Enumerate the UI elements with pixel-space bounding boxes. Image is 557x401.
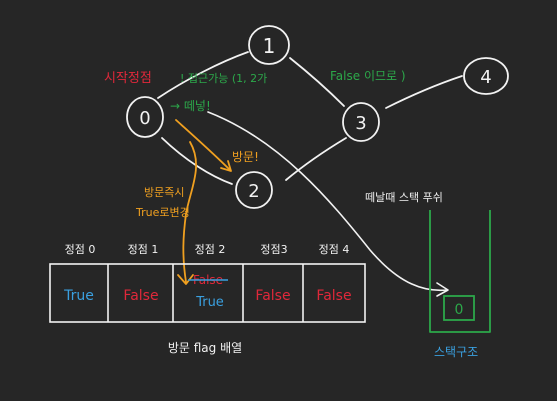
- node-0-label: 0: [139, 108, 150, 129]
- on-visit-line2: True로변경: [135, 206, 190, 219]
- table-border: [49, 263, 366, 323]
- visit-arrow-head: [220, 160, 232, 172]
- flag-table: 정점 0 정점 1 정점 2 정점3 정점 4 True False False…: [49, 243, 366, 323]
- header-vertex-4: 정점 4: [319, 243, 350, 256]
- cell-vertex-3: False: [255, 288, 290, 304]
- node-1: 1: [248, 25, 290, 65]
- node-2-circle: [235, 171, 273, 209]
- cell-vertex-0: True: [63, 288, 94, 304]
- header-vertex-0: 정점 0: [65, 243, 96, 256]
- table-grid: [49, 263, 366, 323]
- node-4-circle: [463, 57, 509, 95]
- node-0: 0: [126, 96, 164, 138]
- edge-0-2: [161, 137, 233, 185]
- cell-vertex-1: False: [123, 288, 158, 304]
- start-vertex-label: 시작정점: [104, 71, 152, 86]
- push-stack-label: 떼날때 스택 푸쉬: [365, 191, 443, 204]
- graph-edges: [157, 51, 463, 185]
- node-0-circle: [126, 96, 164, 138]
- header-vertex-2: 정점 2: [195, 243, 226, 256]
- node-2: 2: [235, 171, 273, 209]
- cell-vertex-4: False: [316, 288, 351, 304]
- node-4-label: 4: [480, 67, 491, 88]
- push-arrow: [207, 111, 449, 297]
- visit-arrow: [175, 119, 231, 171]
- edge-2-3: [285, 137, 347, 181]
- node-1-label: 1: [263, 34, 276, 58]
- on-visit-line1: 방문즉시: [144, 186, 184, 199]
- edge-3-4: [385, 75, 463, 109]
- stack-container: [429, 210, 491, 333]
- cell-vertex-2: True: [195, 295, 224, 310]
- node-3: 3: [342, 102, 380, 142]
- stack-structure-label: 스택구조: [434, 345, 478, 359]
- node-3-label: 3: [355, 113, 366, 134]
- push-label: → 떼넣!: [170, 99, 211, 113]
- node-2-label: 2: [248, 181, 259, 202]
- stack-item-label: 0: [455, 302, 464, 318]
- visit-arrows: [175, 119, 232, 285]
- table-headers: 정점 0 정점 1 정점 2 정점3 정점 4: [65, 243, 350, 256]
- edge-1-3: [289, 57, 345, 107]
- push-arrow-head: [436, 282, 449, 297]
- visit-label: 방문!: [232, 150, 259, 164]
- stack-item: [443, 295, 475, 321]
- header-vertex-3: 정점3: [260, 243, 287, 256]
- update-arrow: [182, 141, 197, 283]
- false-reason-label: False 이므로 ): [330, 69, 406, 83]
- edge-0-1: [157, 51, 249, 99]
- flag-array-label: 방문 flag 배열: [168, 341, 242, 355]
- node-4: 4: [463, 57, 509, 95]
- stack: 0: [429, 210, 491, 333]
- update-arrow-head: [177, 274, 194, 285]
- node-1-circle: [248, 25, 290, 65]
- accessible-label: ! 접근가능 (1, 2가: [180, 72, 267, 85]
- header-vertex-1: 정점 1: [128, 243, 159, 256]
- node-3-circle: [342, 102, 380, 142]
- push-arrow-line: [207, 111, 448, 292]
